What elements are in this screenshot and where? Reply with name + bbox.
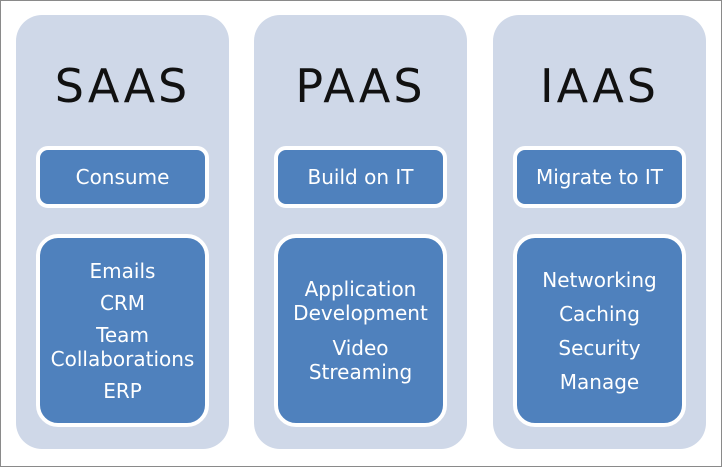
action-label-saas: Consume xyxy=(75,165,170,189)
action-box-paas: Build on IT xyxy=(274,146,447,208)
list-item: Manage xyxy=(559,369,640,394)
list-item: Video Streaming xyxy=(308,335,413,384)
action-label-iaas: Migrate to IT xyxy=(535,165,664,189)
action-box-saas: Consume xyxy=(36,146,209,208)
action-label-paas: Build on IT xyxy=(307,165,414,189)
column-title-saas: SAAS xyxy=(54,59,191,113)
items-box-saas: Emails CRM Team Collaborations ERP xyxy=(36,234,209,427)
action-box-iaas: Migrate to IT xyxy=(513,146,686,208)
list-item: Security xyxy=(558,335,641,360)
list-item: CRM xyxy=(99,290,146,315)
list-item: ERP xyxy=(103,378,142,403)
list-item: Emails xyxy=(89,258,156,283)
column-title-iaas: IAAS xyxy=(540,59,659,113)
column-title-paas: PAAS xyxy=(295,59,426,113)
column-saas: SAAS Consume Emails CRM Team Collaborati… xyxy=(16,15,229,449)
column-iaas: IAAS Migrate to IT Networking Caching Se… xyxy=(493,15,706,449)
list-item: Application Development xyxy=(293,276,428,326)
list-item: Team Collaborations xyxy=(50,322,195,371)
items-box-iaas: Networking Caching Security Manage xyxy=(513,234,686,427)
list-item: Caching xyxy=(559,301,640,326)
list-item: Networking xyxy=(542,267,657,292)
column-paas: PAAS Build on IT Application Development… xyxy=(254,15,467,449)
items-box-paas: Application Development Video Streaming xyxy=(274,234,447,427)
